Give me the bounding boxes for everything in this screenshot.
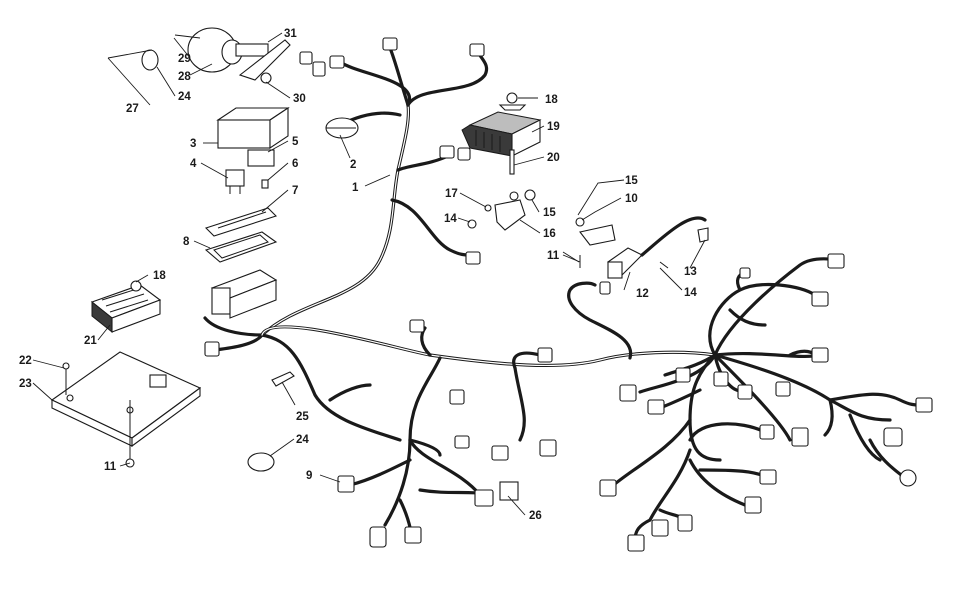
callout-30: 30 — [293, 93, 306, 105]
callout-4: 4 — [190, 158, 197, 170]
callout-22: 22 — [19, 355, 32, 367]
callout-2: 2 — [350, 159, 356, 171]
callout-9: 9 — [306, 470, 312, 482]
starter-solenoid — [174, 27, 269, 73]
callout-18-b: 18 — [153, 270, 166, 282]
connector-housing — [499, 481, 519, 501]
gasket — [204, 231, 278, 263]
callout-18-a: 18 — [545, 94, 558, 106]
callout-10: 10 — [625, 193, 638, 205]
callout-labels: 1 2 3 4 5 6 7 8 9 10 11 11 12 13 14 14 1… — [19, 28, 697, 522]
callout-14-b: 14 — [684, 287, 697, 299]
fuse-block — [210, 269, 278, 319]
callout-15-b: 15 — [625, 175, 638, 187]
ecu-module — [90, 280, 162, 334]
ground-terminal — [271, 371, 295, 387]
voltage-regulator — [461, 92, 542, 175]
callout-12: 12 — [636, 288, 649, 300]
callout-31: 31 — [284, 28, 297, 40]
callout-7: 7 — [292, 185, 298, 197]
callout-21: 21 — [84, 335, 97, 347]
fuse — [261, 179, 269, 189]
callout-26: 26 — [529, 510, 542, 522]
grommet — [325, 117, 359, 139]
callout-3: 3 — [190, 138, 196, 150]
callout-25: 25 — [296, 411, 309, 423]
callout-27: 27 — [126, 103, 139, 115]
relay-large — [247, 149, 275, 167]
relay-box-cover — [216, 106, 290, 150]
callout-1: 1 — [352, 182, 359, 194]
mid-bracket — [467, 189, 536, 231]
harness-connectors — [204, 37, 933, 552]
spark-plug-cap — [640, 216, 709, 257]
callout-15-a: 15 — [543, 207, 556, 219]
relay-small — [225, 169, 245, 194]
callout-16: 16 — [543, 228, 556, 240]
mounting-bracket — [238, 39, 291, 84]
callout-6: 6 — [292, 158, 298, 170]
callout-5: 5 — [292, 136, 299, 148]
callout-17: 17 — [445, 188, 458, 200]
main-wiring-harness — [203, 46, 922, 542]
callout-20: 20 — [547, 152, 560, 164]
callout-23: 23 — [19, 378, 32, 390]
callout-29: 29 — [178, 53, 191, 65]
fuse-label — [204, 207, 278, 237]
ignition-coil — [575, 217, 669, 279]
leader-lines — [32, 32, 706, 516]
callout-8: 8 — [183, 236, 190, 248]
clamp-ring — [141, 49, 275, 472]
callout-14-a: 14 — [444, 213, 457, 225]
callout-19: 19 — [547, 121, 560, 133]
callout-24-b: 24 — [296, 434, 309, 446]
callout-11-b: 11 — [104, 461, 117, 473]
callout-13: 13 — [684, 266, 697, 278]
callout-24-a: 24 — [178, 91, 191, 103]
mounting-plate — [50, 351, 202, 468]
callout-28: 28 — [178, 71, 191, 83]
callout-11-a: 11 — [547, 250, 560, 262]
